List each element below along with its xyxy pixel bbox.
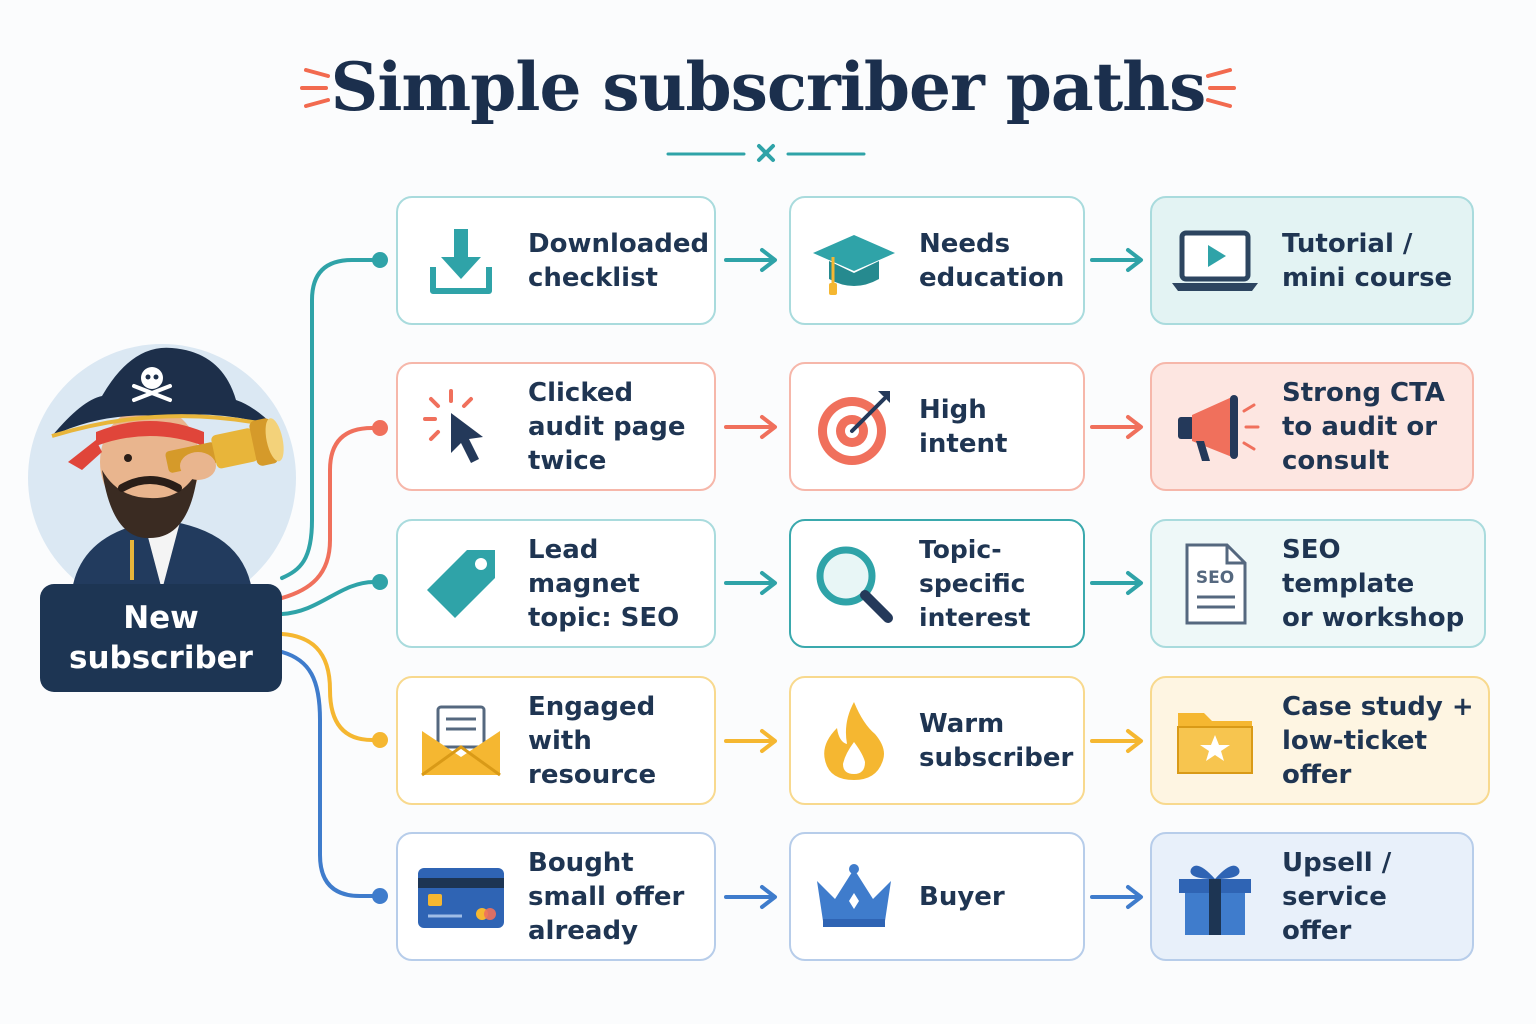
arrow-right-icon: [1090, 248, 1143, 272]
card-tutorial-mini-course[interactable]: Tutorial / mini course: [1150, 196, 1474, 325]
arrow-right-icon: [1090, 885, 1143, 909]
seo-document-icon: SEO: [1170, 539, 1260, 629]
arrow-right-icon: [724, 729, 777, 753]
arrow-right-icon: [724, 571, 777, 595]
magnifier-icon: [809, 539, 899, 629]
download-icon: [416, 216, 506, 306]
gift-icon: [1170, 852, 1260, 942]
new-subscriber-label: New subscriber: [69, 600, 253, 676]
tag-icon: [416, 539, 506, 629]
card-label: SEO template or workshop: [1282, 534, 1465, 633]
connector-row-3: [280, 580, 376, 616]
crown-icon: [809, 852, 899, 942]
arrow-right-icon: [724, 415, 777, 439]
card-clicked-audit-page[interactable]: Clicked audit page twice: [396, 362, 716, 491]
card-warm-subscriber[interactable]: Warm subscriber: [789, 676, 1085, 805]
title-divider-icon: [666, 144, 866, 162]
card-label: Warm subscriber: [919, 708, 1074, 773]
card-label: High intent: [919, 394, 1008, 459]
card-strong-cta[interactable]: Strong CTA to audit or consult: [1150, 362, 1474, 491]
card-needs-education[interactable]: Needs education: [789, 196, 1085, 325]
connector-row-1: [280, 258, 376, 580]
arrow-right-icon: [1090, 415, 1143, 439]
card-label: Bought small offer already: [528, 847, 685, 946]
card-buyer[interactable]: Buyer: [789, 832, 1085, 961]
left-sparkle-icon: [300, 68, 330, 108]
card-engaged-with-resource[interactable]: Engaged with resource: [396, 676, 716, 805]
card-upsell-service-offer[interactable]: Upsell / service offer: [1150, 832, 1474, 961]
connector-row-5: [280, 650, 376, 898]
flame-icon: [809, 696, 899, 786]
card-seo-template[interactable]: SEO SEO template or workshop: [1150, 519, 1486, 648]
arrow-right-icon: [1090, 571, 1143, 595]
card-label: Strong CTA to audit or consult: [1282, 377, 1445, 476]
megaphone-icon: [1170, 382, 1260, 472]
pirate-spyglass-icon: [28, 344, 296, 612]
card-label: Upsell / service offer: [1282, 847, 1392, 946]
card-high-intent[interactable]: High intent: [789, 362, 1085, 491]
graduation-cap-icon: [809, 216, 899, 306]
seo-icon-text: SEO: [1196, 568, 1234, 588]
target-icon: [809, 382, 899, 472]
arrow-right-icon: [724, 885, 777, 909]
card-label: Tutorial / mini course: [1282, 228, 1453, 293]
card-label: Lead magnet topic: SEO: [528, 534, 680, 633]
page-title: Simple subscriber paths: [330, 48, 1207, 126]
arrow-right-icon: [1090, 729, 1143, 753]
card-case-study-offer[interactable]: Case study + low-ticket offer: [1150, 676, 1490, 805]
arrow-right-icon: [724, 248, 777, 272]
laptop-play-icon: [1170, 216, 1260, 306]
credit-card-icon: [416, 852, 506, 942]
connector-row-4: [280, 632, 376, 742]
card-label: Downloaded checklist: [528, 228, 710, 293]
card-label: Needs education: [919, 228, 1065, 293]
right-sparkle-icon: [1206, 68, 1236, 108]
card-label: Clicked audit page twice: [528, 377, 686, 476]
card-label: Case study + low-ticket offer: [1282, 691, 1474, 790]
card-downloaded-checklist[interactable]: Downloaded checklist: [396, 196, 716, 325]
cursor-click-icon: [416, 382, 506, 472]
pirate-avatar: [22, 340, 302, 612]
card-label: Buyer: [919, 881, 1005, 912]
card-topic-specific-interest[interactable]: Topic-specific interest: [789, 519, 1085, 648]
envelope-icon: [416, 696, 506, 786]
connector-row-2: [280, 426, 376, 600]
card-lead-magnet-seo[interactable]: Lead magnet topic: SEO: [396, 519, 716, 648]
card-label: Topic-specific interest: [919, 534, 1031, 632]
card-bought-small-offer[interactable]: Bought small offer already: [396, 832, 716, 961]
card-label: Engaged with resource: [528, 691, 657, 790]
new-subscriber-node[interactable]: New subscriber: [40, 584, 282, 692]
folder-star-icon: [1170, 696, 1260, 786]
